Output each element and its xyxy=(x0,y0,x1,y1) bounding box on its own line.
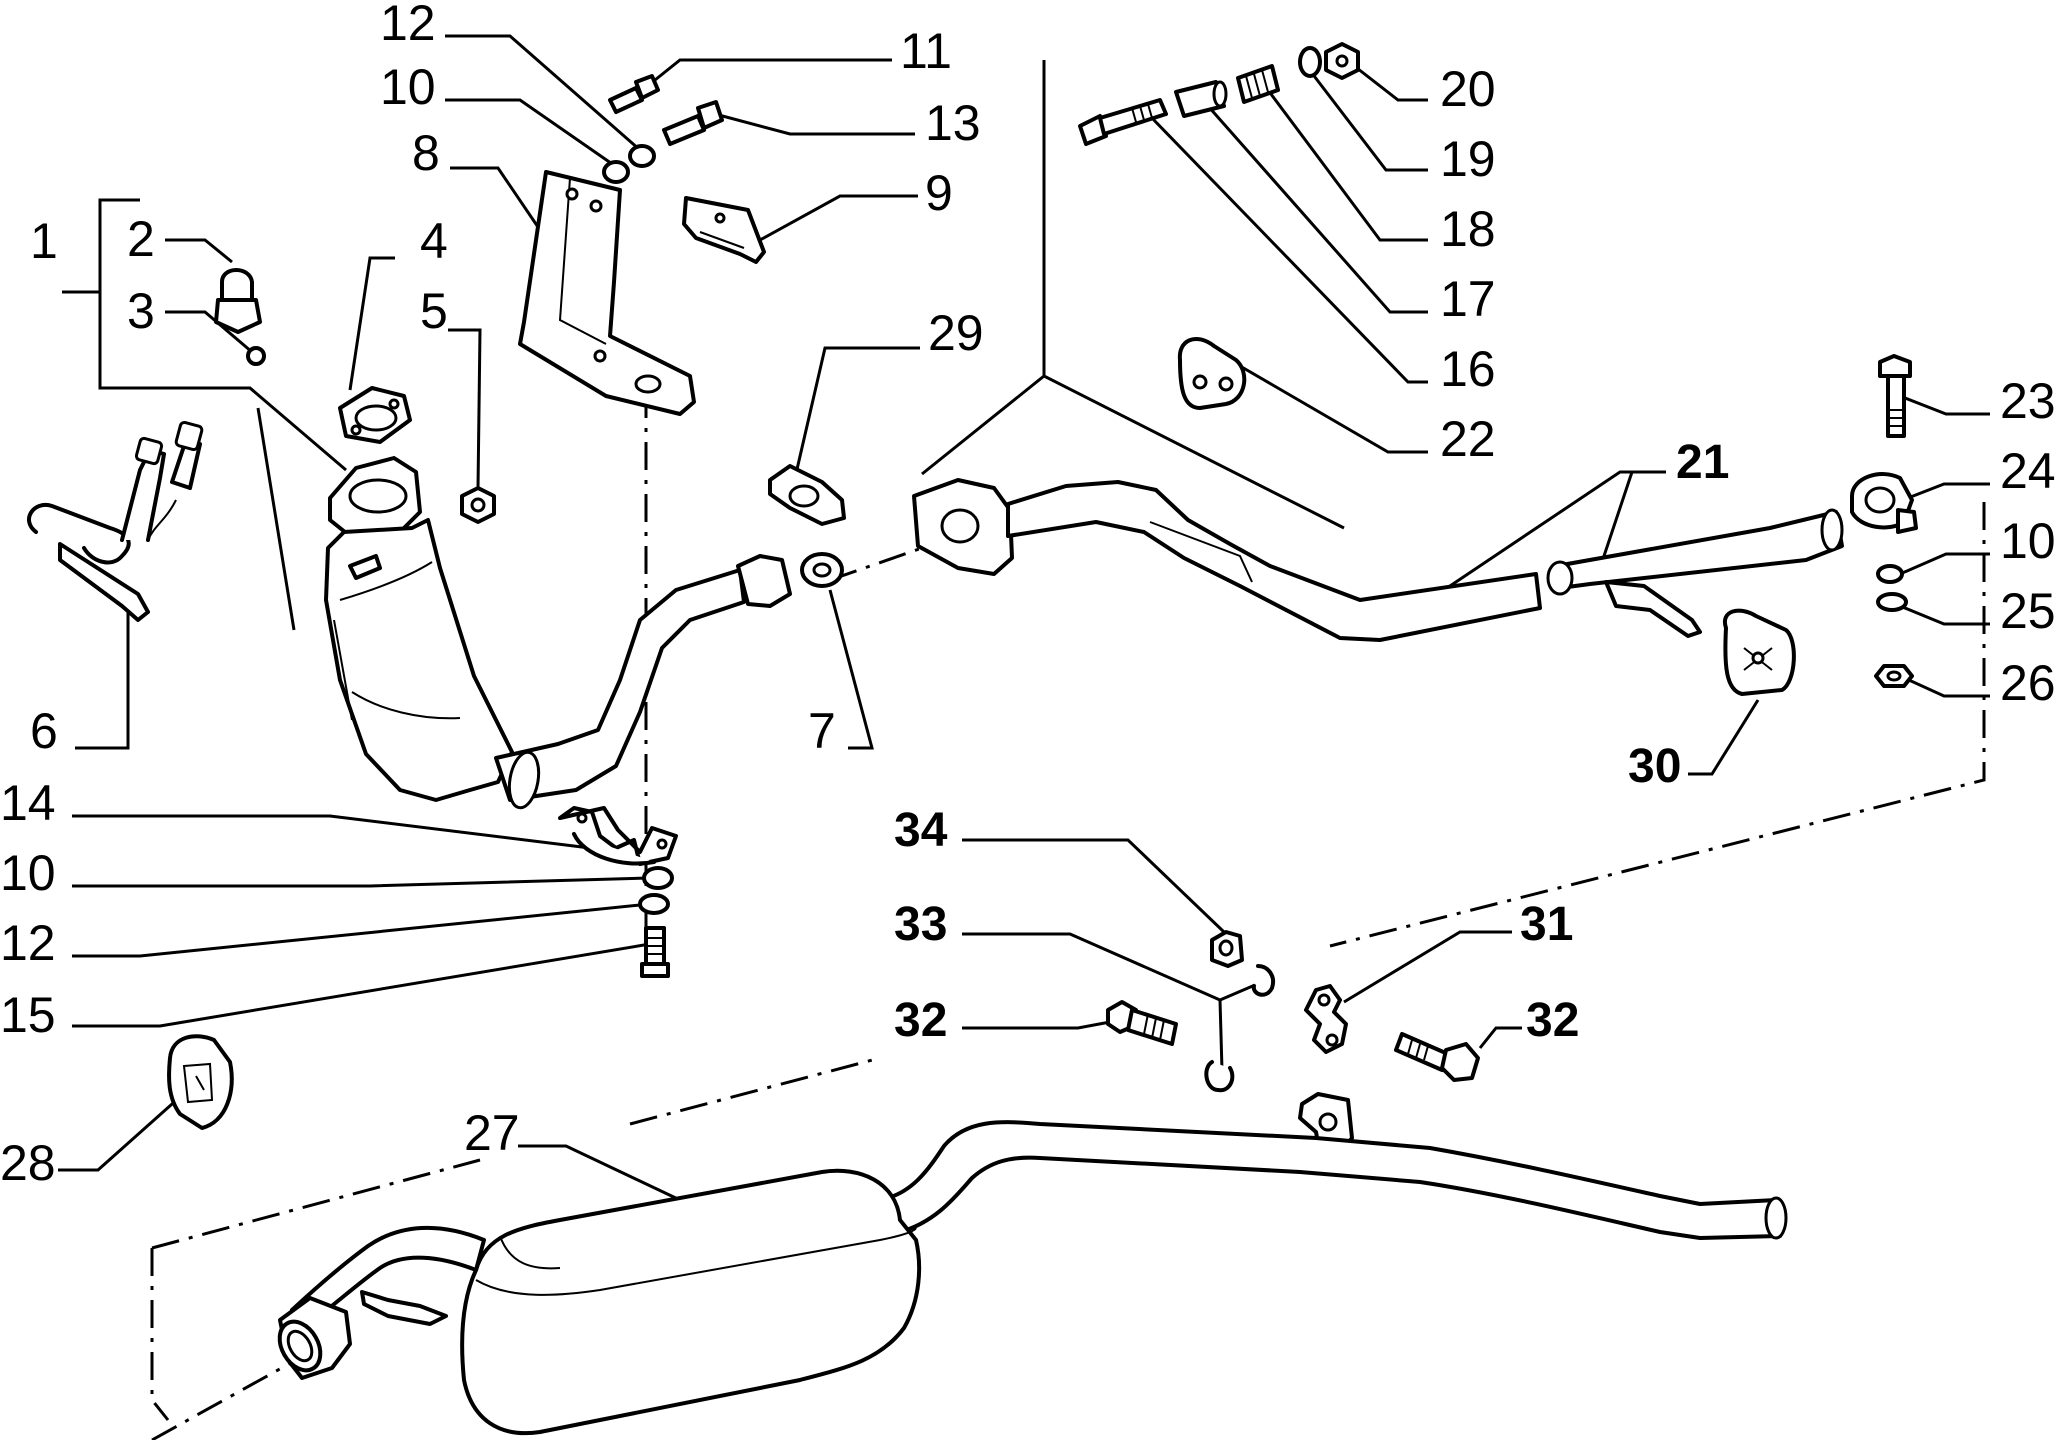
bolt xyxy=(1106,1000,1178,1046)
label-10-top: 10 xyxy=(380,59,436,115)
label-14: 14 xyxy=(0,775,56,831)
pipe-bracket xyxy=(558,806,678,866)
oxygen-sensor xyxy=(27,420,204,622)
label-32-left: 32 xyxy=(894,994,947,1047)
label-34: 34 xyxy=(894,804,948,857)
label-9: 9 xyxy=(925,165,953,221)
sealing-ring xyxy=(800,552,844,588)
rubber-pad xyxy=(167,1034,234,1130)
long-bolt xyxy=(1078,98,1168,146)
lock-washer xyxy=(1251,964,1275,997)
bolt xyxy=(1394,1032,1480,1082)
heat-shield-plate xyxy=(682,196,766,264)
label-24: 24 xyxy=(2000,443,2056,499)
flat-washer xyxy=(1876,592,1908,612)
label-15: 15 xyxy=(0,987,56,1043)
label-17: 17 xyxy=(1440,271,1496,327)
label-30: 30 xyxy=(1628,740,1681,793)
flat-washer xyxy=(638,893,670,915)
label-16: 16 xyxy=(1440,341,1496,397)
label-7: 7 xyxy=(808,703,836,759)
label-23: 23 xyxy=(2000,373,2056,429)
label-8: 8 xyxy=(412,125,440,181)
nut xyxy=(460,486,496,524)
label-19: 19 xyxy=(1440,131,1496,187)
label-28: 28 xyxy=(0,1135,56,1191)
support-bracket xyxy=(518,170,696,416)
label-10-left: 10 xyxy=(0,845,56,901)
label-6: 6 xyxy=(30,703,58,759)
label-32-right: 32 xyxy=(1526,994,1579,1047)
clamp-bolt xyxy=(1878,354,1912,438)
label-20: 20 xyxy=(1440,61,1496,117)
label-11: 11 xyxy=(900,23,952,79)
cap-nut xyxy=(214,268,262,334)
lock-washer xyxy=(1204,1060,1235,1093)
label-22: 22 xyxy=(1440,411,1496,467)
label-29: 29 xyxy=(928,305,984,361)
clamp-half xyxy=(1850,472,1918,534)
label-18: 18 xyxy=(1440,201,1496,257)
part-labels: 1 2 3 4 5 6 7 8 9 10 11 12 13 14 10 12 1… xyxy=(0,0,2056,1191)
screw xyxy=(662,100,724,146)
pipe-clamp xyxy=(1298,984,1354,1162)
rubber-mount xyxy=(1177,337,1247,410)
leader-lines xyxy=(58,34,1990,1202)
label-12-left: 12 xyxy=(0,915,56,971)
catalytic-converter xyxy=(324,456,792,810)
label-21: 21 xyxy=(1676,436,1729,489)
rear-muffler xyxy=(277,1120,1788,1436)
label-1: 1 xyxy=(30,213,58,269)
lock-washer xyxy=(642,866,674,890)
label-2: 2 xyxy=(127,211,155,267)
label-33: 33 xyxy=(894,898,947,951)
label-12-top: 12 xyxy=(380,0,436,51)
label-25: 25 xyxy=(2000,583,2056,639)
lock-washer xyxy=(602,160,630,184)
label-13: 13 xyxy=(925,95,981,151)
label-10-right: 10 xyxy=(2000,513,2056,569)
spring xyxy=(1236,64,1280,104)
spring-washer xyxy=(1298,46,1322,78)
label-5: 5 xyxy=(420,283,448,339)
self-locking-nut xyxy=(1324,42,1360,80)
flat-washer xyxy=(628,144,656,168)
front-exhaust-pipe xyxy=(912,478,1844,642)
rubber-mount xyxy=(1722,608,1796,696)
lock-washer xyxy=(1876,564,1904,584)
spacer-tube xyxy=(1174,80,1228,118)
hex-nut xyxy=(1874,664,1914,688)
label-27: 27 xyxy=(464,1105,520,1161)
screw xyxy=(608,74,660,114)
label-4: 4 xyxy=(420,213,448,269)
label-26: 26 xyxy=(2000,655,2056,711)
washer xyxy=(246,346,266,366)
label-3: 3 xyxy=(127,283,155,339)
gasket xyxy=(768,464,846,526)
screw xyxy=(640,926,670,978)
flange-gasket xyxy=(338,386,412,444)
label-31: 31 xyxy=(1520,898,1573,951)
clamp-nut xyxy=(1210,930,1244,968)
